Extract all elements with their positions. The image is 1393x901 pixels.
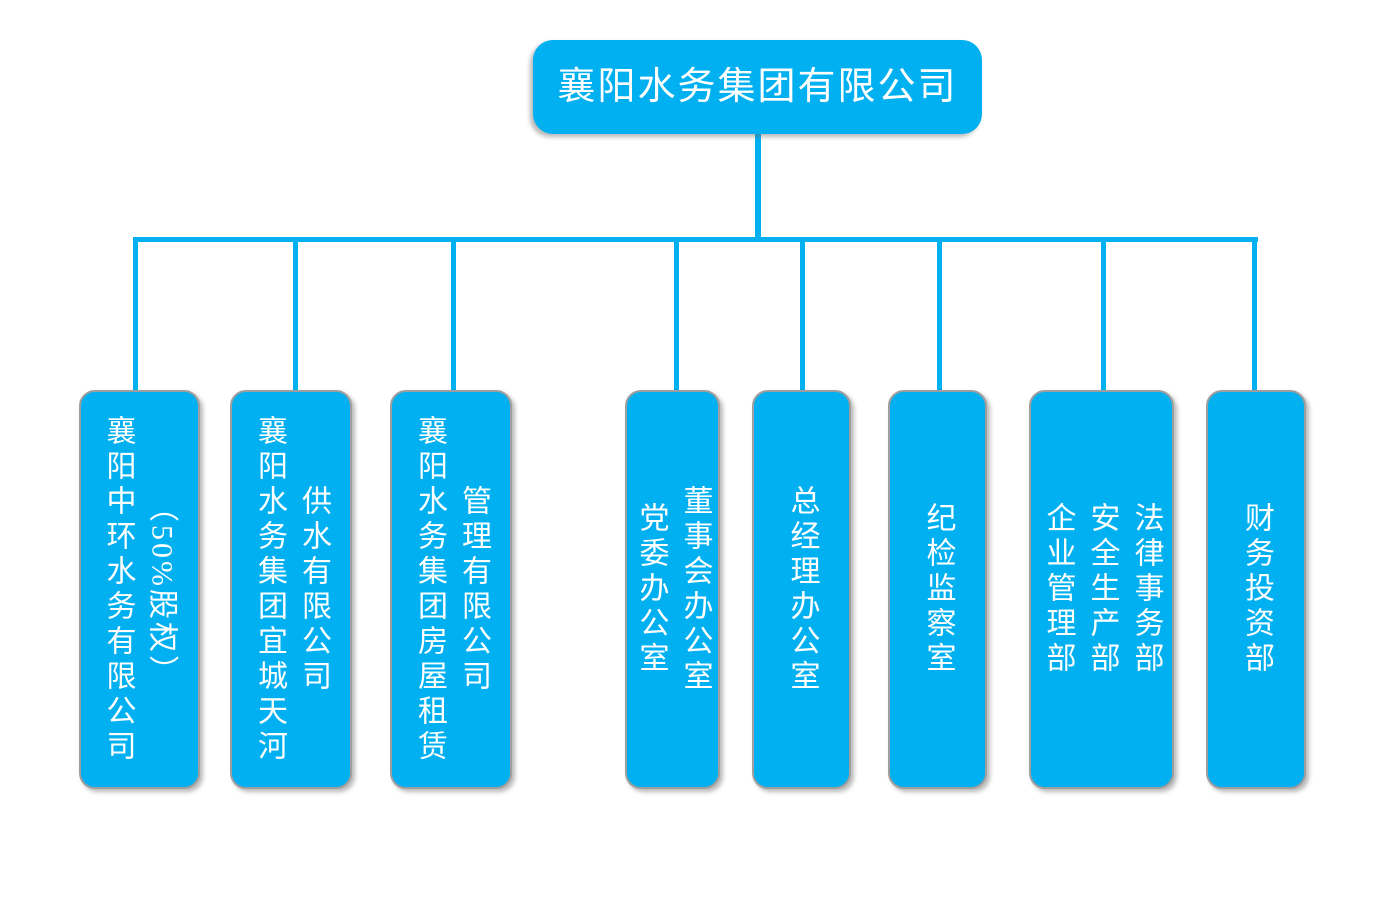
connector-drop-6 [937, 240, 942, 392]
connector-drop-5 [800, 240, 805, 392]
node-line: 财务投资部 [1240, 502, 1273, 677]
node-line: 襄阳水务集团房屋租赁 [413, 414, 446, 765]
node-zhonghuan-water-50pct: 襄阳中环水务有限公司 （50%股权） [79, 390, 200, 789]
node-discipline-inspection-office: 纪检监察室 [888, 390, 987, 789]
node-line: 襄阳水务集团宜城天河 [253, 414, 286, 765]
connector-drop-3 [451, 240, 456, 392]
connector-trunk [755, 134, 761, 240]
node-party-board-office: 党委办公室 董事会办公室 [625, 390, 720, 789]
node-line: 安全生产部 [1085, 502, 1119, 677]
node-text: 襄阳中环水务有限公司 （50%股权） [96, 392, 184, 787]
node-enterprise-safety-legal-depts: 企业管理部 安全生产部 法律事务部 [1029, 390, 1174, 789]
node-line: 企业管理部 [1041, 502, 1075, 677]
node-general-manager-office: 总经理办公室 [752, 390, 851, 789]
node-line: 董事会办公室 [678, 484, 712, 695]
node-text: 纪检监察室 [916, 392, 960, 787]
node-line: 党委办公室 [634, 502, 668, 677]
node-text: 襄阳水务集团宜城天河 供水有限公司 [247, 392, 335, 787]
connector-drop-1 [133, 240, 138, 392]
connector-drop-4 [674, 240, 679, 392]
root-node-label: 襄阳水务集团有限公司 [557, 66, 958, 108]
node-line: 供水有限公司 [297, 484, 330, 695]
node-finance-investment-dept: 财务投资部 [1206, 390, 1306, 789]
node-text: 企业管理部 安全生产部 法律事务部 [1036, 392, 1168, 787]
connector-rail [133, 237, 1258, 242]
connector-drop-7 [1101, 240, 1106, 392]
node-housing-rental-management: 襄阳水务集团房屋租赁 管理有限公司 [390, 390, 512, 789]
node-yicheng-tianhe-water-supply: 襄阳水务集团宜城天河 供水有限公司 [230, 390, 352, 789]
node-line-rotated: （50%股权） [145, 491, 179, 688]
node-line: 总经理办公室 [785, 484, 819, 695]
connector-drop-2 [293, 240, 298, 392]
connector-drop-8 [1252, 240, 1257, 392]
node-text: 襄阳水务集团房屋租赁 管理有限公司 [407, 392, 495, 787]
node-text: 总经理办公室 [780, 392, 824, 787]
root-node: 襄阳水务集团有限公司 [533, 40, 982, 134]
node-text: 财务投资部 [1234, 392, 1278, 787]
node-text: 党委办公室 董事会办公室 [629, 392, 717, 787]
node-line: 管理有限公司 [457, 484, 490, 695]
node-line: 襄阳中环水务有限公司 [101, 414, 135, 765]
node-line: 纪检监察室 [921, 502, 955, 677]
node-line: 法律事务部 [1129, 502, 1163, 677]
